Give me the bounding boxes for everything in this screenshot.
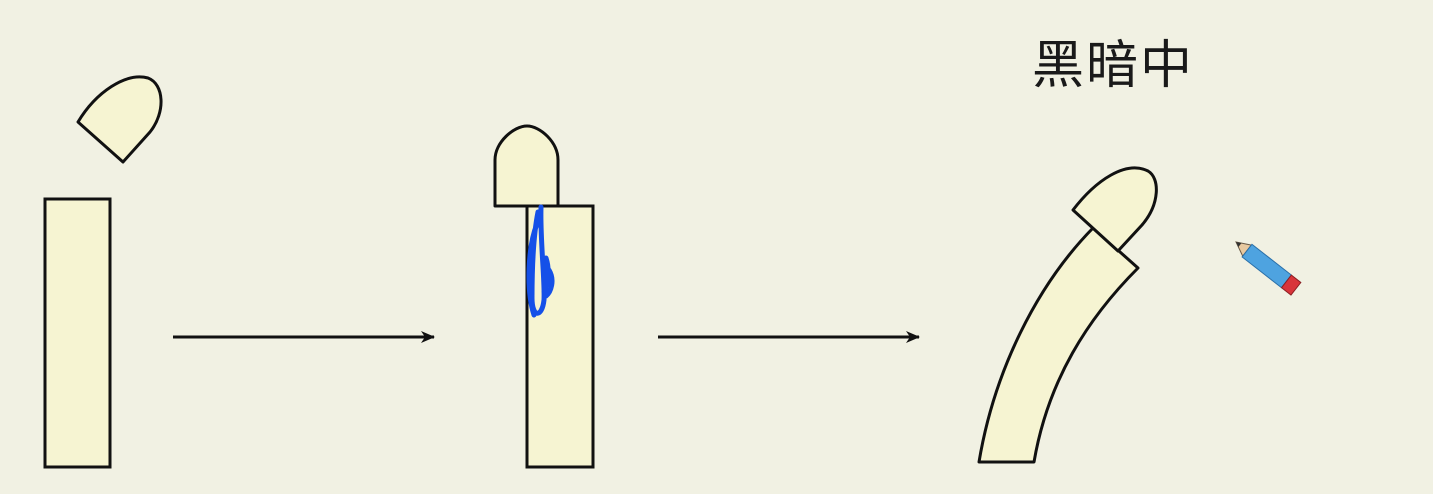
stage-3-bent-stem: [977, 226, 1140, 464]
stage-1-decapitated: [43, 75, 163, 469]
stage-1-removed-tip: [76, 75, 163, 164]
darkness-label: 黑暗中: [1032, 36, 1195, 96]
stage-2-tip-offset: [493, 124, 595, 469]
stage-2-tip: [493, 124, 560, 208]
auxin-annotation: [526, 204, 555, 318]
stage-2-stem: [525, 204, 595, 469]
stage-3-tip: [1071, 166, 1158, 253]
pencil-icon: [1235, 241, 1302, 296]
stage-3-bent-growth: [977, 166, 1158, 464]
stage-1-stem: [43, 197, 112, 469]
